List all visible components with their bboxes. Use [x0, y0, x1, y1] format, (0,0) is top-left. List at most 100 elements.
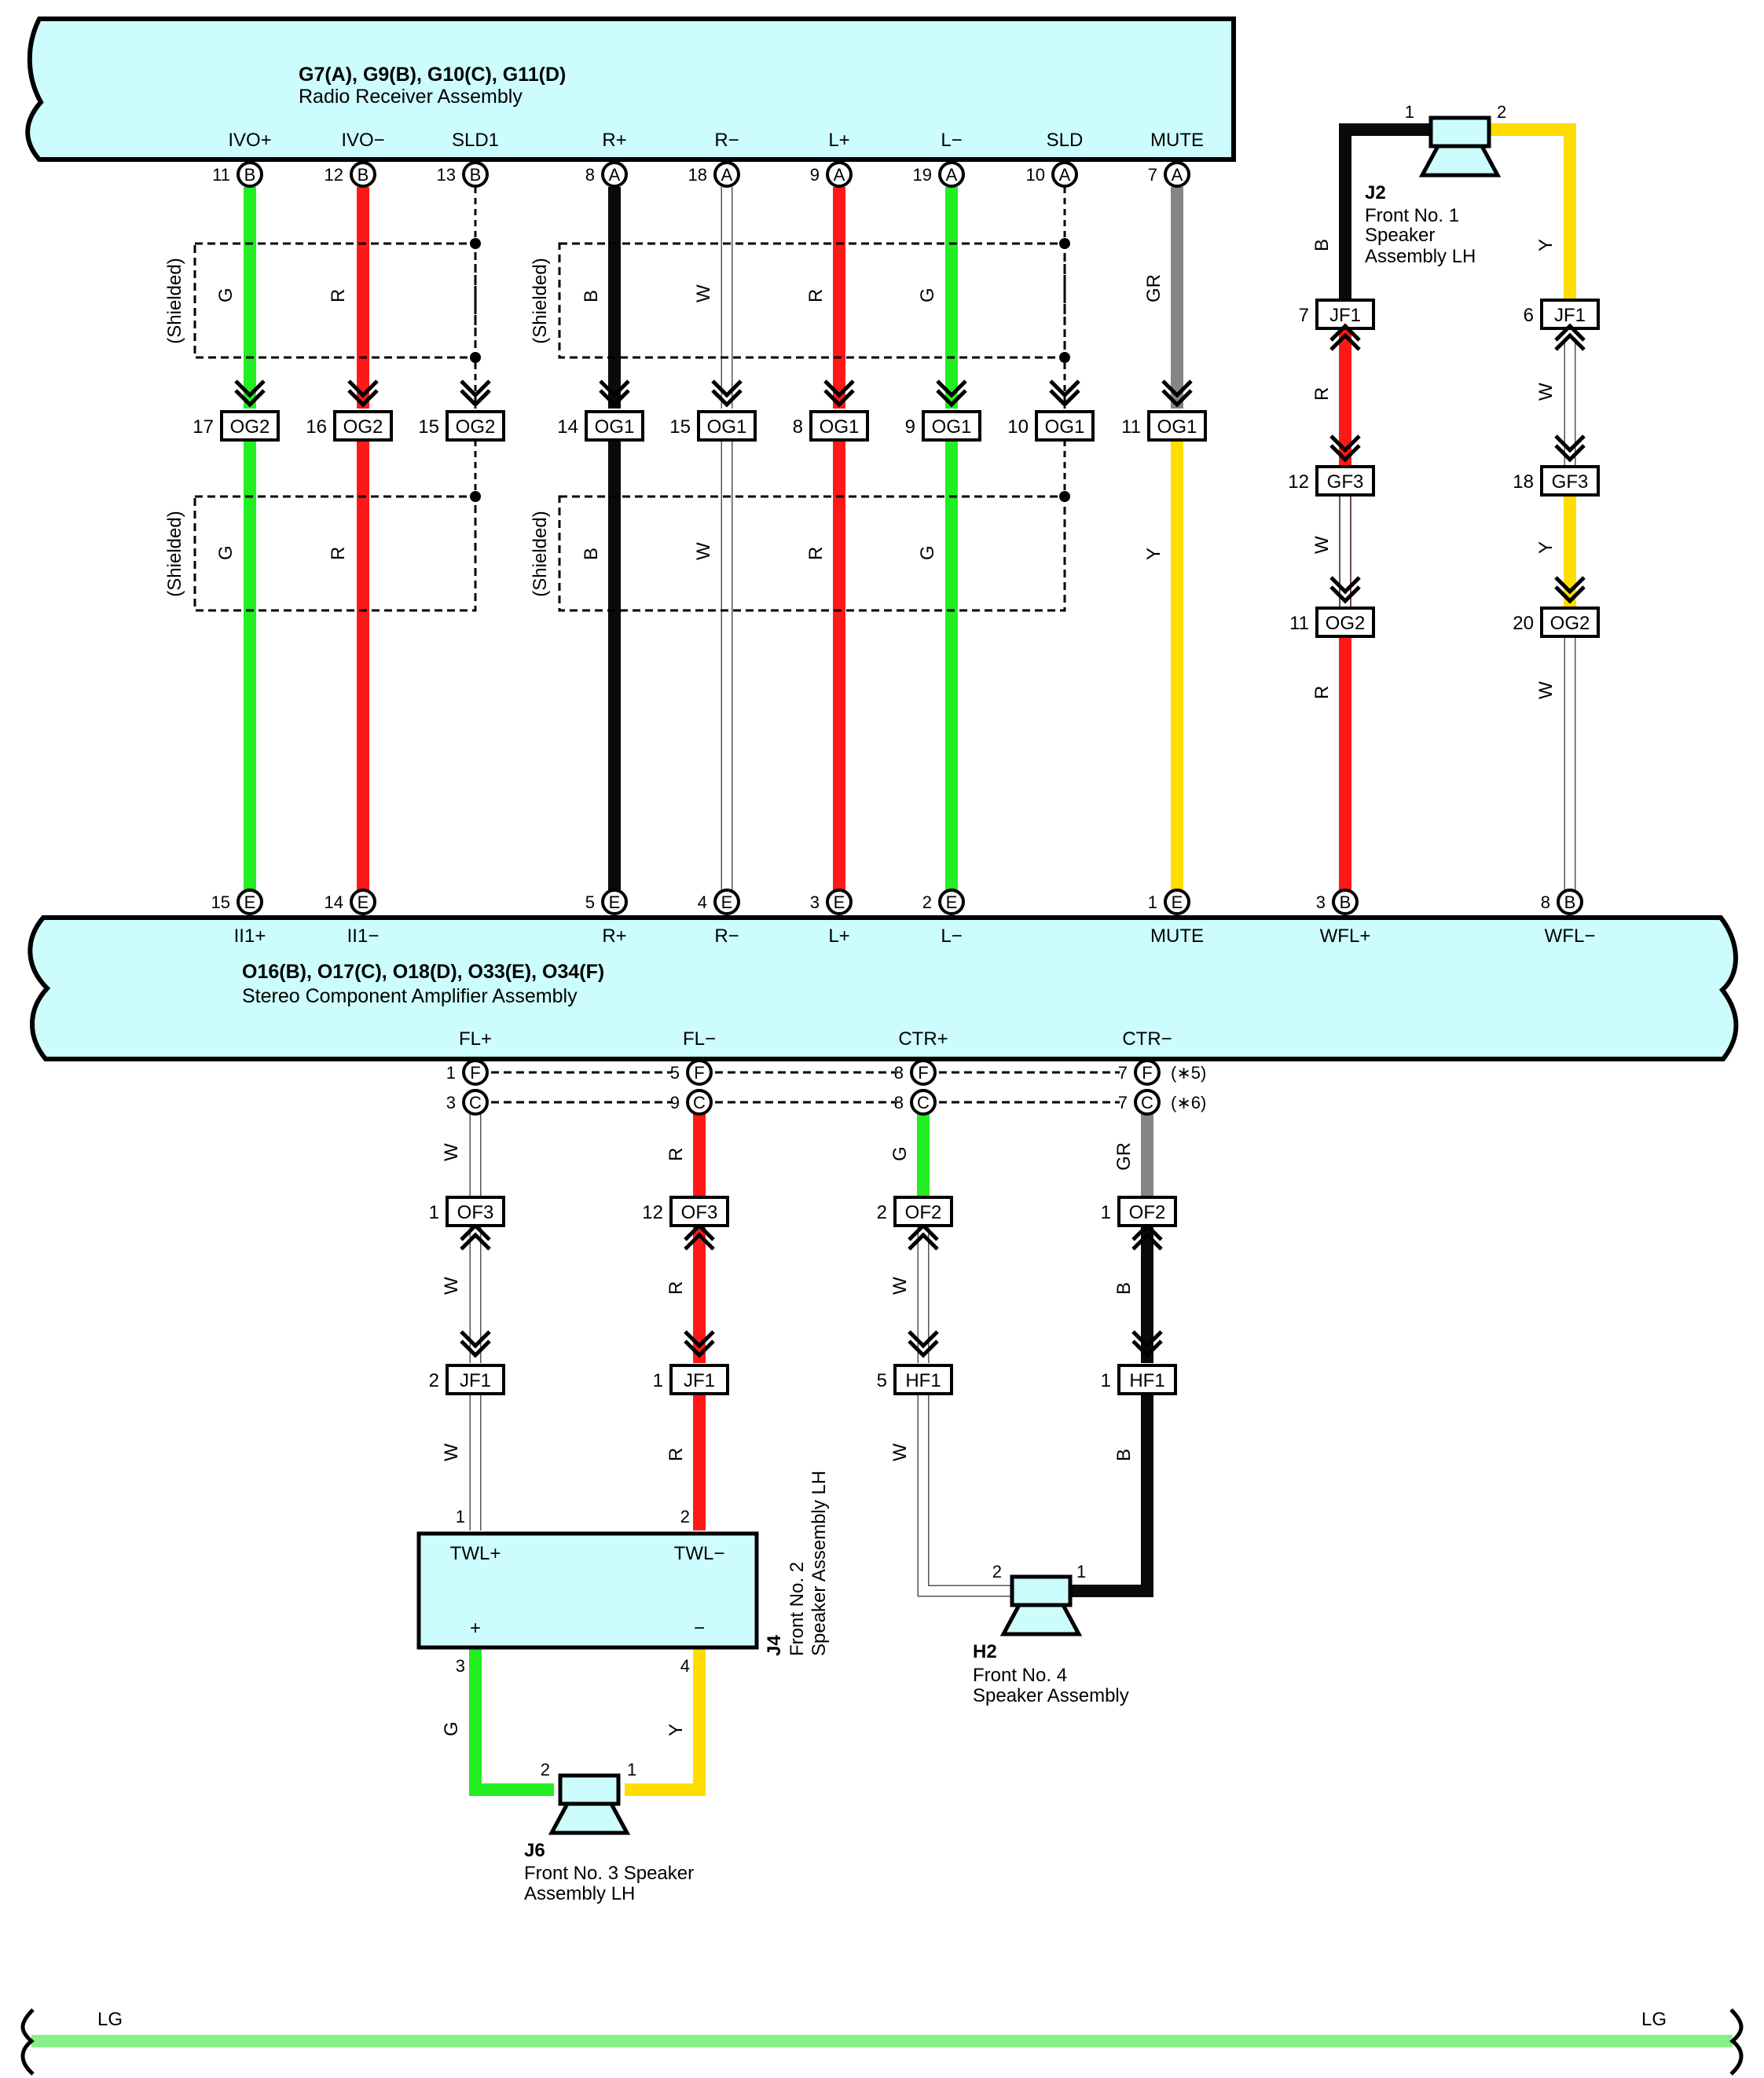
j6-code: J6	[524, 1840, 545, 1861]
radio-pin-conn: B	[470, 165, 482, 185]
radio-pin-conn: A	[946, 165, 958, 185]
radio-pin-num: 8	[585, 165, 595, 185]
radio-pin-circle	[1051, 161, 1078, 188]
radio-pin-label: L+	[828, 130, 849, 151]
amp-pin-conn: E	[834, 892, 845, 912]
out-chevron	[460, 1330, 491, 1349]
radio-pin-conn: A	[1059, 165, 1071, 185]
tweeter-pin: 3	[456, 1656, 465, 1676]
out-connector-num: 5	[877, 1370, 887, 1391]
radio-pin-label: IVO−	[341, 130, 384, 151]
wire-color-label: W	[1311, 536, 1333, 554]
amp-pin-circle	[1164, 889, 1190, 915]
wire-color-label: B	[1311, 239, 1333, 251]
amp-pin-conn: E	[1172, 892, 1183, 912]
amp-pin-label: II1−	[347, 925, 380, 947]
radio-pin-conn: A	[721, 165, 733, 185]
woofer-pin: 2	[1497, 102, 1506, 122]
wire-color-label: W	[693, 284, 714, 302]
amp-pin-circle	[350, 889, 376, 915]
radio-pin-circle	[237, 161, 263, 188]
woofer-connector-box	[1315, 465, 1375, 497]
ground-label: LG	[1641, 2009, 1667, 2030]
out-chevron	[460, 1340, 491, 1358]
amp-pin-conn: E	[358, 892, 369, 912]
wire-color-label: G	[215, 545, 237, 560]
amp-pin-label: WFL−	[1545, 925, 1596, 947]
amp-out-pin-f-circle	[1134, 1059, 1161, 1086]
amp-pin-circle	[237, 889, 263, 915]
og-chevron	[1049, 379, 1080, 398]
wire-color-label: Y	[666, 1724, 687, 1736]
j6-speaker-cone	[548, 1801, 631, 1835]
amp-out-num: 8	[894, 1093, 904, 1112]
tweeter-name: Front No. 2	[787, 1562, 808, 1656]
wire-color-label: G	[441, 1721, 462, 1736]
woofer-name: Assembly LH	[1365, 246, 1476, 267]
h2-pin: 2	[992, 1562, 1002, 1581]
amp-pin-circle	[938, 889, 965, 915]
og-chevron	[936, 389, 967, 408]
radio-pin-label: L−	[941, 130, 962, 151]
og-connector-box	[922, 410, 981, 442]
ctr-plus-w2-outline	[917, 1391, 1014, 1597]
wire-color-label: W	[1535, 681, 1557, 699]
out-connector-name: JF1	[460, 1370, 491, 1391]
amp-out-pin-c-conn: C	[1141, 1093, 1153, 1112]
wire-layer	[31, 123, 1733, 2047]
og-chevron	[599, 379, 630, 398]
amp-out-pin-c-circle	[686, 1089, 713, 1116]
out-chevron	[1131, 1340, 1163, 1358]
amp-out-num: 5	[670, 1063, 680, 1083]
label-layer: G7(A), G9(B), G10(C), G11(D)Radio Receiv…	[97, 64, 1667, 2030]
og-chevron	[347, 389, 379, 408]
woofer-connector-box	[1315, 607, 1375, 638]
out-connector-box	[669, 1364, 729, 1395]
shield-junction	[470, 352, 481, 363]
amp-pin-num: 1	[1148, 892, 1157, 912]
tweeter-body	[416, 1531, 759, 1650]
radio-pin-conn: A	[609, 165, 621, 185]
amp-pin-label: WFL+	[1320, 925, 1371, 947]
wire-color-label: G	[917, 545, 938, 560]
amp-out-pin-f-circle	[686, 1059, 713, 1086]
woofer-chevron	[1329, 332, 1361, 351]
j6-wire-y	[625, 1648, 706, 1796]
amp-out-pin-f-conn: F	[694, 1063, 704, 1083]
out-connector-box	[893, 1364, 953, 1395]
out-chevron	[908, 1232, 939, 1251]
woofer-connector-name: OG2	[1550, 613, 1590, 634]
j6-name: Front No. 3 Speaker	[524, 1863, 694, 1884]
og-chevron	[1161, 389, 1193, 408]
og-connector-box	[585, 410, 644, 442]
amp-out-num: 1	[446, 1063, 456, 1083]
out-connector-num: 12	[642, 1202, 663, 1223]
wfl-minus-top	[1489, 123, 1576, 299]
shield-junction	[1059, 238, 1070, 249]
amp-pin-num: 15	[211, 892, 230, 912]
og-chevron	[1049, 389, 1080, 408]
wire-color-label: W	[889, 1443, 911, 1461]
out-connector-num: 1	[1101, 1370, 1111, 1391]
amp-note: (∗5)	[1171, 1063, 1206, 1083]
amp-pin-num: 4	[698, 892, 707, 912]
tweeter-name: Speaker Assembly LH	[809, 1471, 830, 1656]
og-connector-name: OG1	[932, 416, 972, 438]
radio-pin-label: R−	[714, 130, 739, 151]
wire-color-label: W	[441, 1277, 462, 1295]
radio-pin-circle	[826, 161, 853, 188]
out-chevron	[908, 1340, 939, 1358]
out-chevron	[684, 1330, 715, 1349]
radio-pin-circle	[350, 161, 376, 188]
wire-color-label: R	[328, 547, 349, 560]
radio-pin-conn: B	[244, 165, 256, 185]
j6-speaker-magnet	[558, 1773, 621, 1806]
woofer-chevron	[1329, 576, 1361, 595]
og-connector-num: 11	[1121, 416, 1141, 438]
wire-color-label: B	[1113, 1282, 1135, 1295]
amp-pin-num: 3	[1316, 892, 1326, 912]
wire-color-label: Y	[1143, 548, 1164, 560]
og-chevron	[711, 379, 743, 398]
radio-pin-num: 19	[913, 165, 932, 185]
